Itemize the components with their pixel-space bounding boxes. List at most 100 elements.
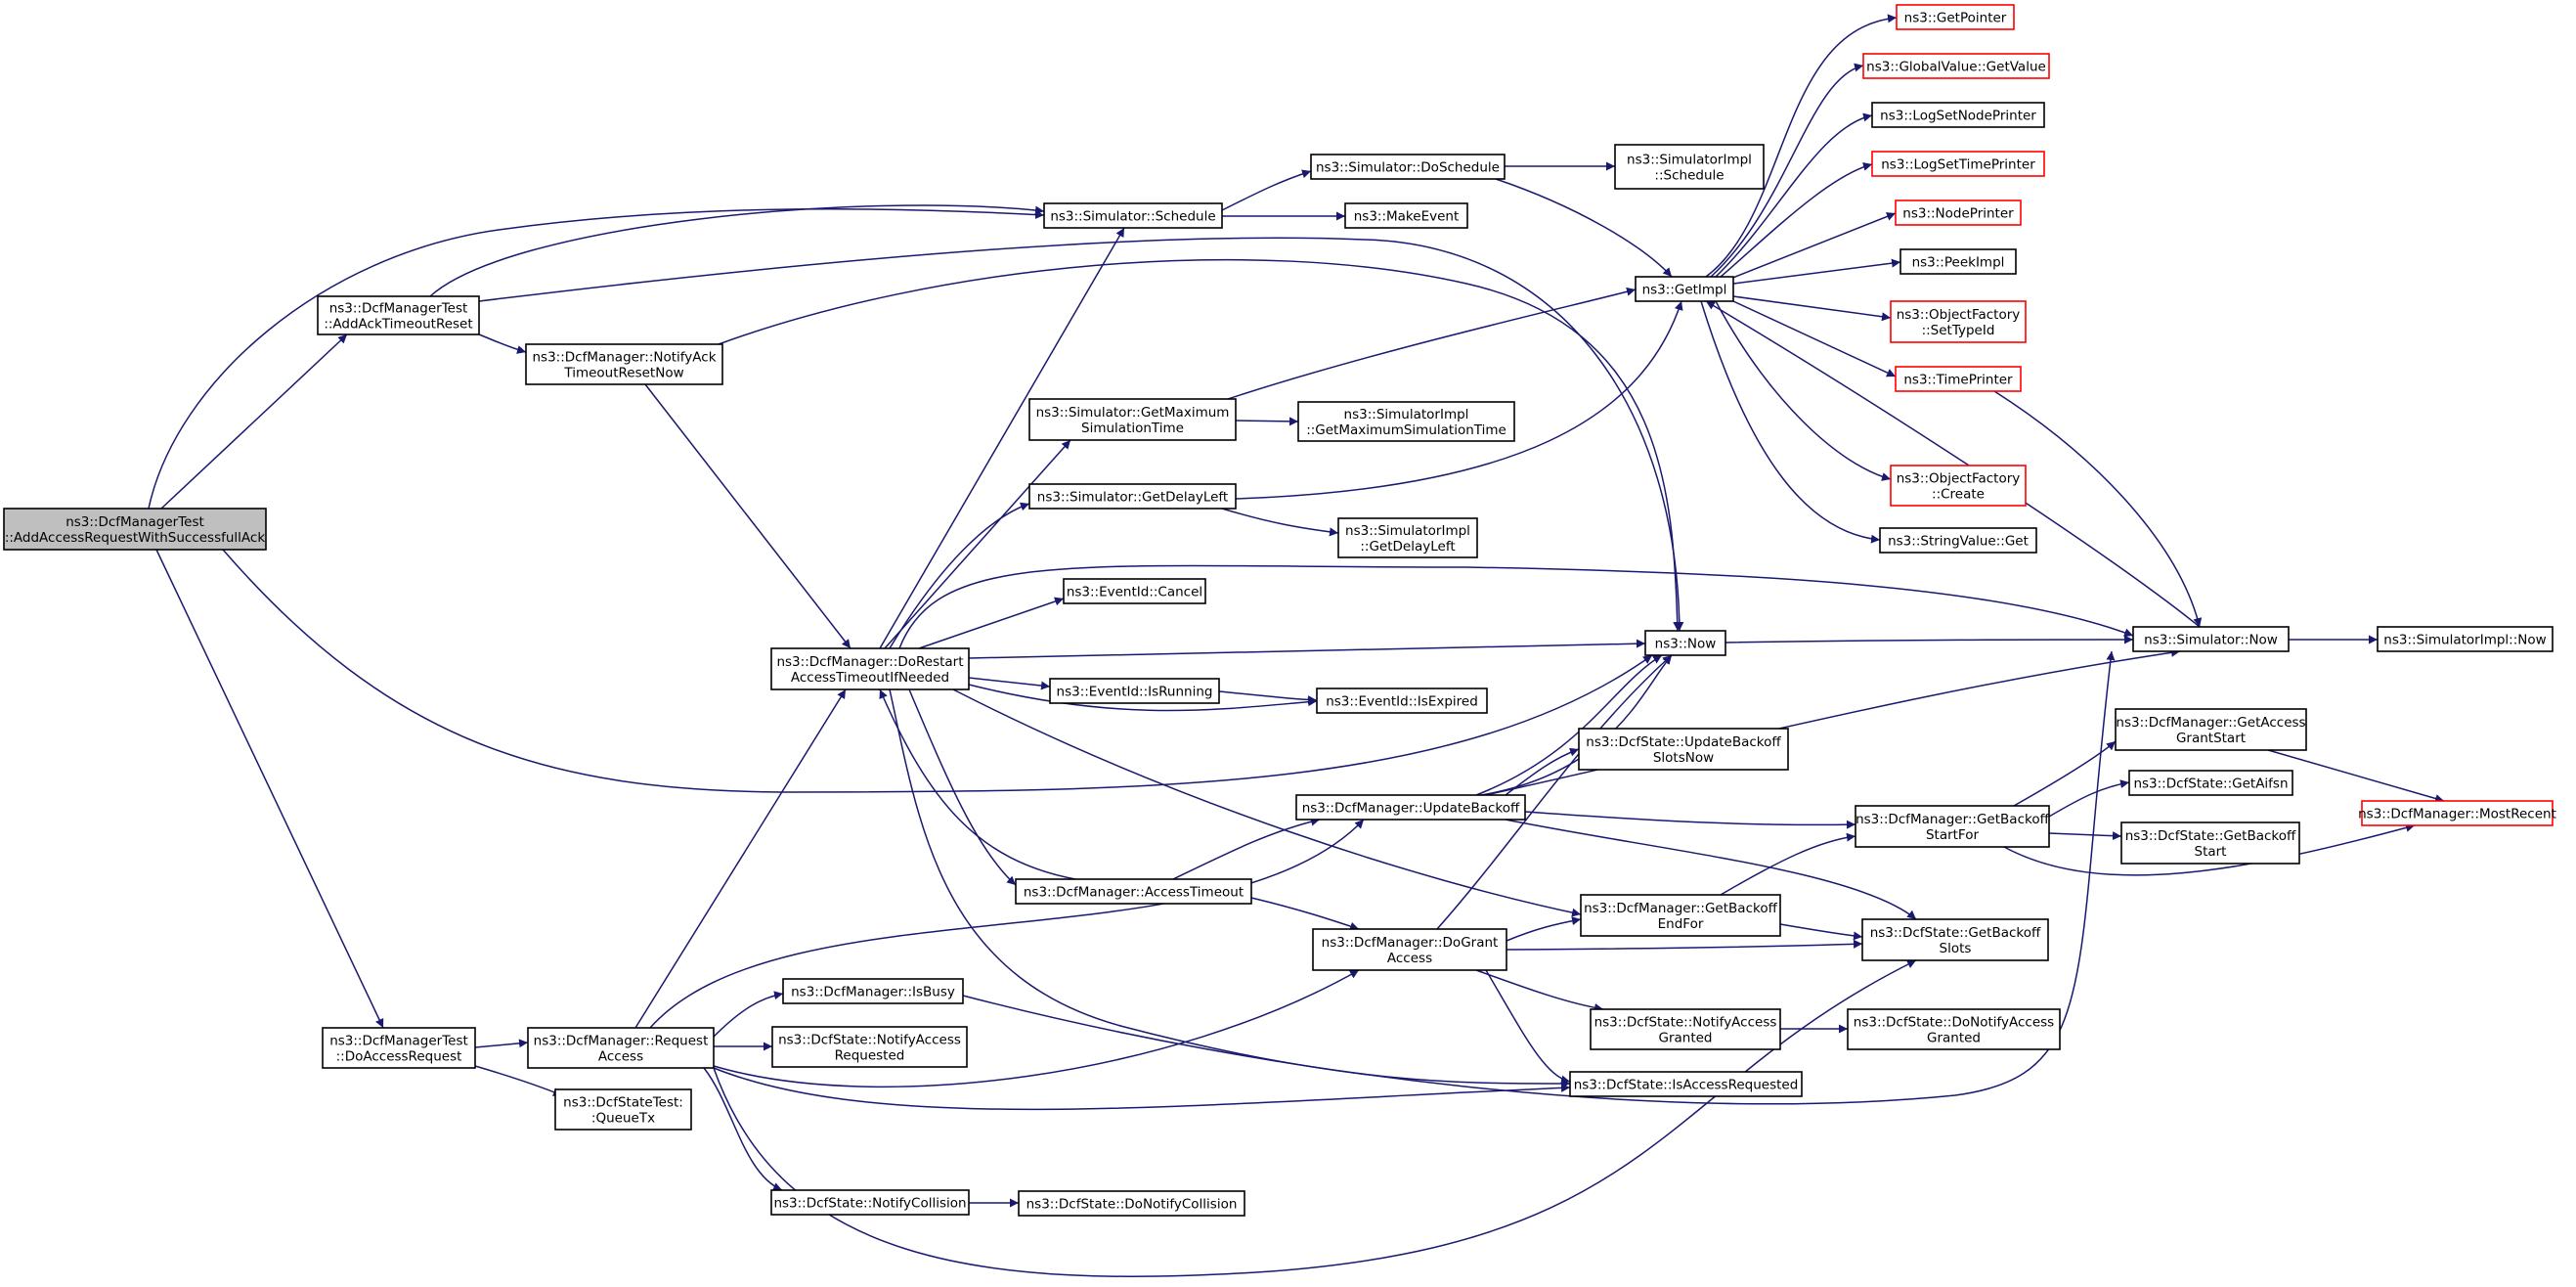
node-box [1896, 4, 2015, 30]
node-getimpl[interactable]: ns3::GetImpl [1635, 276, 1734, 302]
edge-dorestart-getdelay [889, 502, 1030, 649]
edge-getbackoffstart-getaccessgrant [2013, 740, 2117, 807]
node-mostrecent[interactable]: ns3::DcfManager::MostRecent [2358, 800, 2556, 826]
edge-accesstimeout-dorestart [879, 688, 1076, 880]
node-box [1644, 630, 1726, 656]
edge-dorestart-cancel [918, 597, 1065, 649]
node-box [1028, 398, 1237, 441]
node-box [2132, 626, 2290, 652]
node-label: SlotsNow [1653, 750, 1714, 766]
edge-timeprinter-simnow [1993, 390, 2203, 628]
node-label: Access [598, 1049, 643, 1065]
node-label: StartFor [1926, 827, 1980, 843]
node-box [1847, 1008, 2061, 1050]
node-getmaxsim[interactable]: ns3::Simulator::GetMaximumSimulationTime [1028, 398, 1237, 441]
node-isrunning[interactable]: ns3::EventId::IsRunning [1049, 678, 1220, 704]
node-label: ns3::DcfState::UpdateBackoff [1586, 734, 1781, 750]
node-label: ns3::SimulatorImpl [1345, 523, 1470, 539]
node-now[interactable]: ns3::Now [1644, 630, 1726, 656]
node-label: ns3::DcfState::NotifyAccess [1594, 1015, 1777, 1031]
node-getaifsn[interactable]: ns3::DcfState::GetAifsn [2128, 770, 2293, 796]
node-ofcreate[interactable]: ns3::ObjectFactory::Create [1890, 465, 2027, 507]
node-label: ns3::NodePrinter [1902, 206, 2014, 222]
node-lognode[interactable]: ns3::LogSetNodePrinter [1871, 102, 2045, 128]
node-schedule[interactable]: ns3::Simulator::Schedule [1043, 202, 1223, 229]
node-makeevent[interactable]: ns3::MakeEvent [1344, 202, 1468, 229]
node-label: ::DoAccessRequest [336, 1049, 462, 1065]
node-nodeprinter[interactable]: ns3::NodePrinter [1895, 200, 2022, 226]
node-label: ::Create [1932, 487, 1985, 503]
edge-doaccess-requestaccess [474, 1039, 529, 1048]
node-label: ::Schedule [1654, 168, 1724, 184]
node-notifycoll[interactable]: ns3::DcfState::NotifyCollision [770, 1189, 970, 1216]
node-implschedule[interactable]: ns3::SimulatorImpl::Schedule [1614, 144, 1765, 190]
node-getdelay[interactable]: ns3::Simulator::GetDelayLeft [1028, 483, 1237, 510]
node-label: ns3::DcfState::GetAifsn [2133, 777, 2288, 792]
node-box [1899, 248, 2017, 275]
node-simnow[interactable]: ns3::Simulator::Now [2132, 626, 2290, 652]
node-accesstimeout[interactable]: ns3::DcfManager::AccessTimeout [1015, 878, 1252, 905]
node-stringget[interactable]: ns3::StringValue::Get [1879, 527, 2037, 554]
edge-dorestart-getbackoffend [952, 688, 1582, 917]
node-implgetdelay[interactable]: ns3::SimulatorImpl::GetDelayLeft [1337, 517, 1478, 558]
node-box [1890, 465, 2027, 507]
node-box [770, 1189, 970, 1216]
node-label: ns3::EventId::IsExpired [1326, 694, 1478, 710]
node-peekimpl[interactable]: ns3::PeekImpl [1899, 248, 2017, 275]
node-box [2128, 770, 2293, 796]
node-doschedule[interactable]: ns3::Simulator::DoSchedule [1310, 154, 1506, 180]
edge-getimpl-stringget [1700, 300, 1881, 544]
node-isaccessreq[interactable]: ns3::DcfState::IsAccessRequested [1569, 1071, 1803, 1097]
node-dorestart[interactable]: ns3::DcfManager::DoRestartAccessTimeoutI… [770, 647, 970, 690]
node-queuetx[interactable]: ns3::DcfStateTest::QueueTx [554, 1088, 692, 1131]
node-box [1297, 401, 1515, 442]
node-root[interactable]: ns3::DcfManagerTest::AddAccessRequestWit… [3, 508, 267, 551]
edge-dorestart-isrunning [968, 677, 1051, 690]
node-box [554, 1088, 692, 1131]
node-label: ns3::DcfState::DoNotifyCollision [1026, 1197, 1238, 1213]
node-label: ::AddAckTimeoutReset [324, 317, 472, 333]
edge-getimpl-nodeprinter [1729, 212, 1897, 280]
node-isexpired[interactable]: ns3::EventId::IsExpired [1316, 688, 1488, 714]
node-settypeid[interactable]: ns3::ObjectFactory::SetTypeId [1890, 300, 2027, 343]
node-updatebackoff[interactable]: ns3::DcfManager::UpdateBackoff [1295, 794, 1526, 821]
node-doaccess[interactable]: ns3::DcfManagerTest::DoAccessRequest [322, 1027, 476, 1069]
node-box [1316, 688, 1488, 714]
node-implgetmax[interactable]: ns3::SimulatorImpl::GetMaximumSimulation… [1297, 401, 1515, 442]
node-notifyack[interactable]: ns3::DcfManager::NotifyAckTimeoutResetNo… [525, 343, 723, 385]
function-nodes: ns3::DcfManagerTest::AddAccessRequestWit… [3, 4, 2556, 1217]
edge-getimpl-peekimpl [1732, 258, 1901, 285]
node-getpointer[interactable]: ns3::GetPointer [1896, 4, 2015, 30]
node-donotifycoll[interactable]: ns3::DcfState::DoNotifyCollision [1018, 1190, 1245, 1217]
edge-getimpl-timeprinter [1732, 300, 1897, 377]
node-label: ns3::DcfState::DoNotifyAccess [1854, 1015, 2054, 1031]
node-label: ns3::DcfState::NotifyAccess [778, 1033, 961, 1048]
node-addack[interactable]: ns3::DcfManagerTest::AddAckTimeoutReset [317, 295, 480, 335]
node-timeprinter[interactable]: ns3::TimePrinter [1895, 366, 2022, 392]
node-isbusy[interactable]: ns3::DcfManager::IsBusy [782, 978, 964, 1004]
node-label: ns3::DcfManager::GetBackoff [1856, 812, 2049, 827]
node-gvgetvalue[interactable]: ns3::GlobalValue::GetValue [1862, 53, 2050, 79]
node-label: ::SetTypeId [1922, 323, 1995, 338]
edge-isrunning-isexpired [1218, 690, 1318, 705]
node-label: Granted [1927, 1031, 1981, 1046]
node-label: ns3::GlobalValue::GetValue [1866, 60, 2046, 75]
node-box [771, 1026, 968, 1068]
edge-isbusy-simnow [962, 650, 2116, 1105]
node-label: ns3::DcfManager::MostRecent [2358, 807, 2556, 822]
edge-addack-schedule [429, 204, 1045, 297]
node-cancel[interactable]: ns3::EventId::Cancel [1063, 578, 1206, 604]
node-implnow[interactable]: ns3::SimulatorImpl::Now [2377, 626, 2554, 652]
node-logtime[interactable]: ns3::LogSetTimePrinter [1871, 151, 2045, 177]
